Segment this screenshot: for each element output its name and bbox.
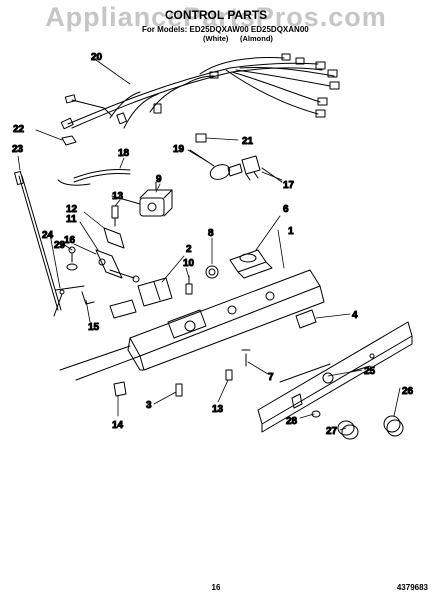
callout-19: 19 (173, 144, 185, 155)
diagram-title: CONTROL PARTS (164, 8, 268, 22)
callout-24: 24 (42, 230, 54, 241)
callout-13a: 13 (112, 191, 124, 202)
callout-27: 27 (326, 426, 338, 437)
callout-22: 22 (13, 124, 25, 135)
callout-6: 6 (283, 204, 289, 215)
actuator-rod (18, 175, 59, 311)
callout-17: 17 (283, 180, 295, 191)
control-knobs (311, 410, 404, 440)
leader-lines (17, 59, 401, 431)
control-valve (111, 181, 173, 217)
tube (73, 169, 131, 179)
harness-clip (61, 135, 77, 146)
mounting-bracket (109, 275, 193, 319)
page-number: 16 (211, 583, 221, 592)
wiring-harness (60, 53, 340, 130)
callout-8: 8 (208, 228, 214, 239)
callout-20: 20 (91, 52, 103, 63)
callout-18: 18 (118, 148, 130, 159)
callout-10: 10 (183, 258, 195, 269)
callout-3: 3 (146, 400, 152, 411)
callout-12: 12 (66, 204, 78, 215)
callout-26: 26 (402, 386, 414, 397)
light-assembly (189, 149, 283, 183)
callout-7: 7 (268, 372, 274, 383)
callout-29: 29 (54, 240, 66, 251)
callout-14: 14 (112, 420, 124, 431)
callout-25: 25 (364, 366, 376, 377)
callout-23: 23 (12, 144, 24, 155)
document-id: 4379683 (396, 583, 428, 592)
wire-connector (195, 133, 207, 143)
callout-16: 16 (64, 235, 76, 246)
site-watermark: AppliancePartsPros.com (45, 2, 387, 32)
control-housing (59, 249, 331, 397)
callout-11: 11 (66, 214, 77, 225)
callout-4: 4 (352, 310, 358, 321)
callout-21: 21 (242, 136, 254, 147)
damper-bracket (53, 205, 140, 317)
callout-28: 28 (286, 416, 298, 427)
control-panel (257, 321, 413, 433)
callout-15: 15 (88, 322, 100, 333)
model-subtitle: For Models: ED25DQXAW00 ED25DQXAN00 (142, 25, 309, 34)
callout-13b: 13 (212, 404, 224, 415)
color-label-almond: (Almond) (240, 34, 273, 43)
color-label-white: (White) (203, 34, 229, 43)
callout-2: 2 (186, 244, 192, 255)
callout-1: 1 (288, 226, 294, 237)
callout-9: 9 (156, 174, 162, 185)
